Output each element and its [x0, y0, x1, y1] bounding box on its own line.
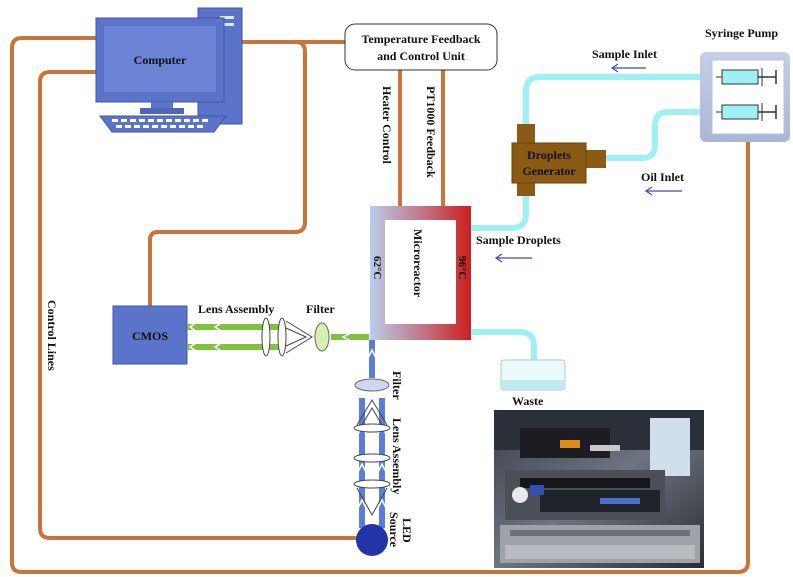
- heater-control-label: Heater Control: [380, 86, 394, 165]
- temp-62-label: 62°C: [371, 256, 383, 279]
- syringe-pump: Syringe Pump: [700, 26, 790, 142]
- control-line-outer: [10, 36, 750, 574]
- sample-inlet-arrow: [610, 63, 646, 73]
- cmos-label: CMOS: [132, 329, 168, 343]
- filter-v-label: Filter: [390, 371, 404, 400]
- waste-container: Waste: [500, 359, 566, 408]
- syringe-1: [716, 68, 777, 86]
- led-source: [356, 524, 388, 556]
- filter-h-label: Filter: [306, 302, 335, 316]
- sample-inlet-tube: [523, 74, 711, 128]
- pt1000-feedback-label: PT1000 Feedback: [424, 86, 438, 178]
- waste-label: Waste: [512, 394, 544, 408]
- led-label-line1: LED: [400, 518, 414, 543]
- droplet-output-tube: [468, 189, 529, 231]
- control-line-led: [38, 70, 358, 540]
- cmos-camera: CMOS: [112, 305, 188, 365]
- fluid-lines: [468, 74, 711, 389]
- temp-96-label: 96°C: [456, 256, 468, 279]
- microreactor-label: Microreactor: [411, 229, 425, 298]
- droplets-generator-label-line2: Generator: [522, 164, 576, 178]
- led-label-line2: Source: [387, 512, 401, 548]
- temp-unit-label-line2: and Control Unit: [377, 49, 465, 63]
- filter-vertical: [354, 378, 390, 392]
- syringe-2: [716, 103, 777, 121]
- lens-h-2: [277, 317, 287, 357]
- syringe-pump-label: Syringe Pump: [705, 26, 778, 40]
- lens-h-1: [261, 317, 271, 357]
- computer-label: Computer: [134, 53, 187, 67]
- waste-tube: [468, 329, 537, 389]
- computer-keyboard: [99, 115, 227, 133]
- microreactor-chip: [385, 220, 456, 324]
- sample-droplets-arrow: [494, 253, 532, 263]
- vertical-optical-path: [357, 340, 387, 528]
- temperature-control-unit: Temperature Feedback and Control Unit: [344, 23, 498, 71]
- oil-inlet-label: Oil Inlet: [641, 170, 684, 184]
- lens-assembly-horizontal: [261, 317, 313, 357]
- control-line-cmos: [148, 40, 307, 310]
- lens-assembly-v-label: Lens Assembly: [390, 418, 404, 494]
- droplets-generator: Droplets Generator: [511, 124, 606, 196]
- filter-horizontal: [314, 322, 330, 352]
- sample-inlet-label: Sample Inlet: [592, 47, 657, 61]
- microreactor: Microreactor 62°C 96°C: [370, 206, 471, 340]
- oil-inlet-arrow: [644, 186, 682, 196]
- horizontal-optical-path: [187, 320, 369, 354]
- control-lines: [10, 36, 750, 574]
- temp-unit-label-line1: Temperature Feedback: [362, 32, 481, 46]
- control-lines-label: Control Lines: [45, 300, 59, 371]
- computer: Computer: [95, 7, 243, 133]
- lens-assembly-vertical: [353, 399, 391, 517]
- setup-photo: [494, 410, 704, 568]
- droplets-generator-label-line1: Droplets: [527, 148, 571, 162]
- oil-inlet-tube: [601, 109, 711, 161]
- sample-droplets-label: Sample Droplets: [476, 233, 561, 247]
- lens-assembly-h-label: Lens Assembly: [198, 302, 274, 316]
